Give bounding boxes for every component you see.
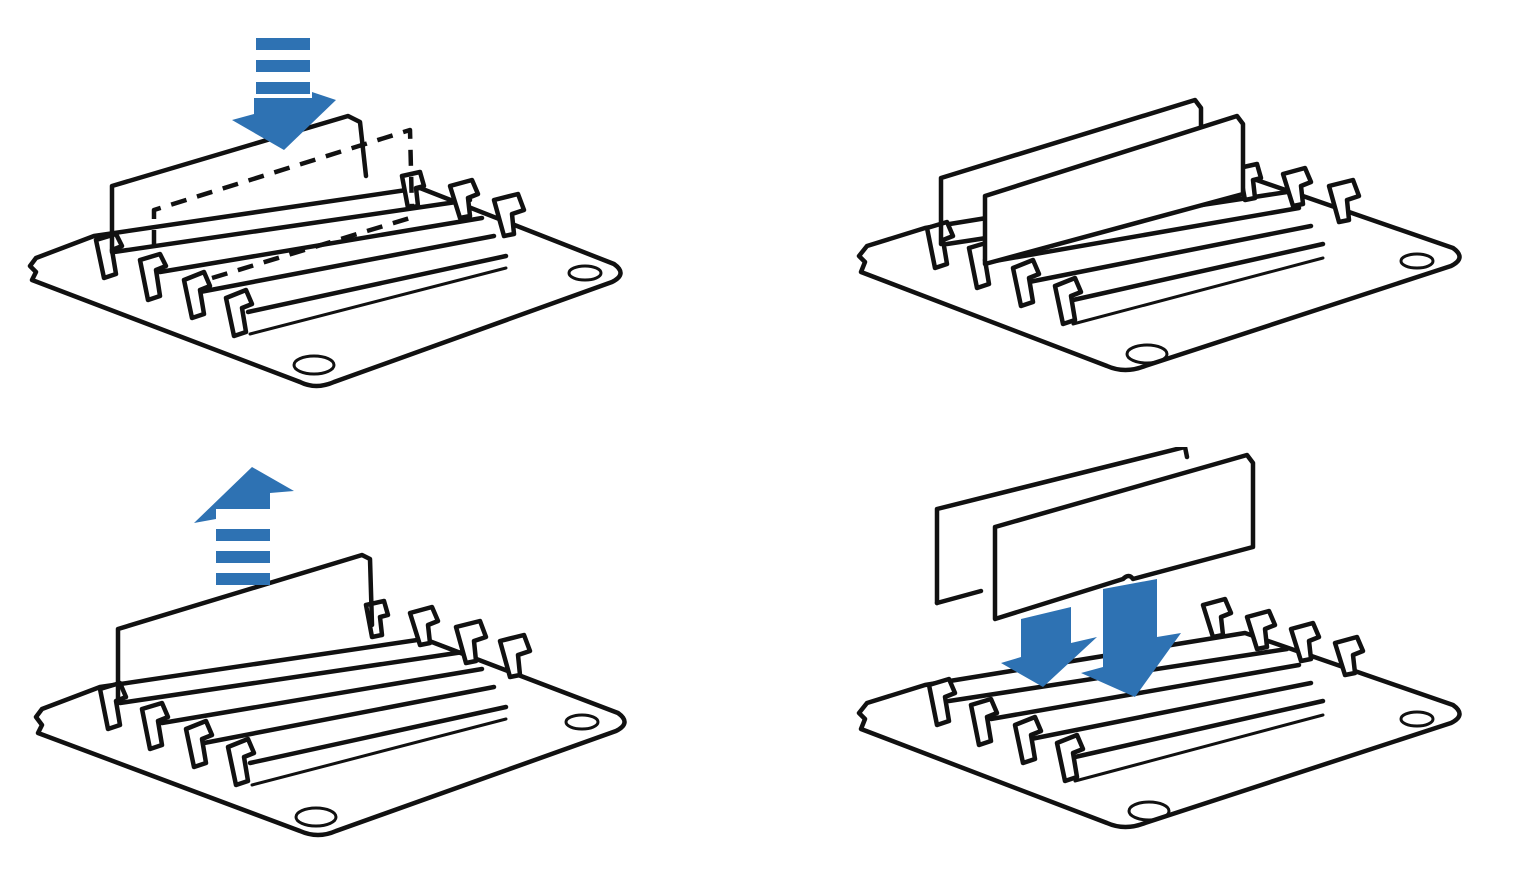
arrow-down-icon <box>232 38 336 150</box>
motherboard-board <box>27 185 623 389</box>
panel-remove-single <box>0 447 767 894</box>
arrow-down-icon <box>1001 607 1097 687</box>
dimm-latches <box>926 596 1366 784</box>
arrow-up-icon <box>194 467 294 585</box>
memory-module-seated <box>109 113 369 255</box>
memory-module-removing <box>115 552 375 706</box>
panel-installed-pair <box>767 0 1534 447</box>
panel-install-single <box>0 0 767 447</box>
memory-module-front <box>982 113 1246 267</box>
dimm-slots <box>117 648 509 787</box>
dimm-latches <box>93 169 527 339</box>
arrow-down-icon <box>1081 579 1181 697</box>
memory-module-front-inserting <box>992 452 1256 622</box>
motherboard-board <box>33 636 627 838</box>
memory-module-inserting <box>151 127 415 281</box>
panel-install-pair <box>767 447 1534 894</box>
memory-module-rear-inserting <box>934 447 1190 606</box>
